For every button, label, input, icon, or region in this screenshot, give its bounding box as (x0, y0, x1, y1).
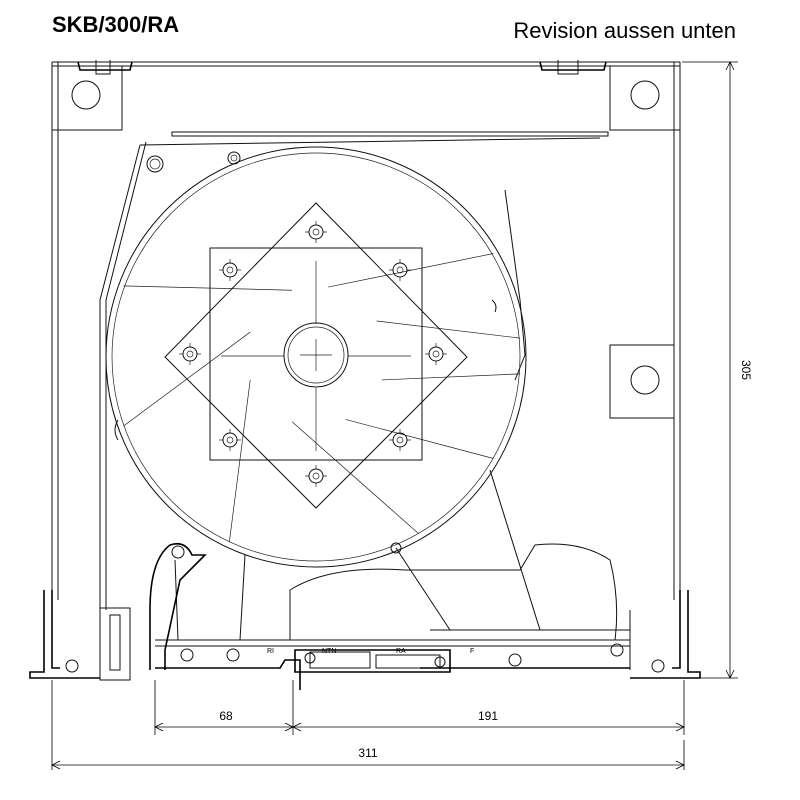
hub-bolt (305, 465, 327, 487)
drum-spoke (229, 379, 251, 542)
part-labels: RI NTN RA F (267, 648, 474, 655)
hub-bolt (389, 429, 411, 451)
dimension-left-value: 68 (219, 709, 233, 723)
bottom-rail (155, 469, 631, 690)
dimension-height-value: 305 (739, 360, 753, 380)
inner-casing (99, 131, 609, 615)
drum-spoke (376, 320, 521, 339)
hub-bolt (425, 343, 447, 365)
guide-shoe-left (99, 542, 207, 681)
hub-diamond (164, 202, 468, 509)
roller-drum (105, 146, 527, 568)
label-ri: RI (267, 648, 274, 655)
bottom-corner-profiles (29, 590, 701, 679)
drum-spoke (123, 285, 293, 291)
label-f: F (470, 648, 474, 655)
hub-square (209, 247, 423, 461)
dimension-total-value: 311 (358, 746, 377, 760)
drum-spoke (345, 419, 494, 459)
hub-bolt (305, 221, 327, 243)
label-ra: RA (396, 648, 406, 655)
drum-spokes (123, 253, 521, 542)
hub-bolt (219, 259, 241, 281)
drawing-title: SKB/300/RA (52, 12, 180, 37)
drum-spoke (291, 421, 419, 534)
drawing-subtitle: Revision aussen unten (513, 18, 736, 43)
hub-bolts (179, 221, 447, 487)
label-ntn: NTN (322, 648, 336, 655)
housing-frame (51, 60, 681, 600)
mounting-hole (71, 80, 101, 110)
dimension-total-width: 311 (51, 680, 685, 770)
shaft-hub (283, 322, 349, 388)
hub-bolt (219, 429, 241, 451)
dimension-right-value: 191 (478, 709, 498, 723)
dimension-height: 305 (682, 61, 753, 679)
drum-spoke (381, 373, 521, 381)
mounting-hole (630, 365, 660, 395)
mounting-hole (630, 80, 660, 110)
dimension-partial-widths: 68 191 (154, 680, 685, 735)
hub-bolt (389, 259, 411, 281)
hub-bolt (179, 343, 201, 365)
